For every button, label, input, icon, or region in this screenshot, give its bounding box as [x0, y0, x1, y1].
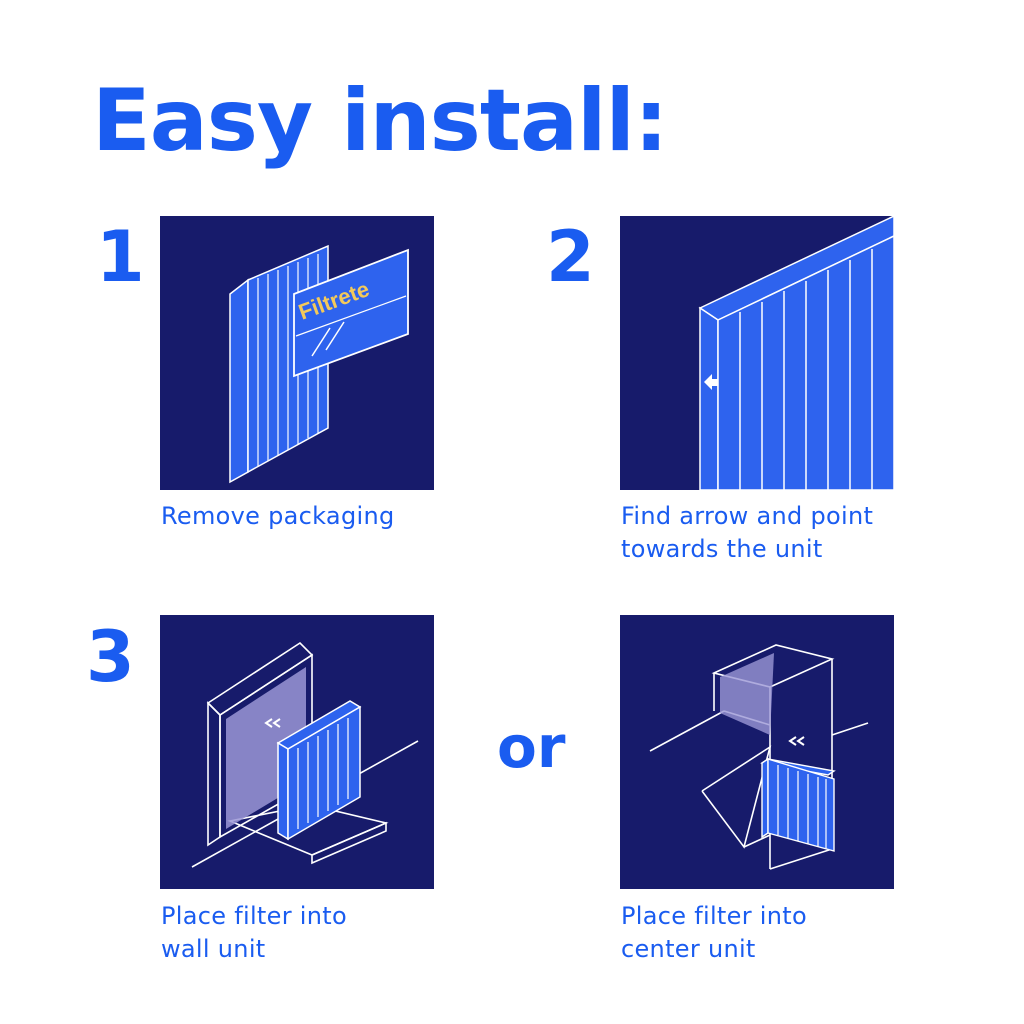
filter-arrow-illustration [620, 216, 894, 490]
step-3-caption: Place filter into wall unit [161, 902, 347, 963]
step-3-illustration [160, 615, 434, 889]
page-title: Easy install: [92, 71, 668, 171]
step-1-illustration: Filtrete [160, 216, 434, 490]
step-2-caption: Find arrow and point towards the unit [621, 502, 874, 563]
step-2-number: 2 [546, 216, 595, 298]
step-1-number: 1 [96, 216, 145, 298]
airflow-arrow-icon [704, 374, 718, 390]
step-2-illustration [620, 216, 894, 490]
step-3b-illustration [620, 615, 894, 889]
step-3b-caption: Place filter into center unit [621, 902, 807, 963]
filter-unwrap-illustration: Filtrete [160, 216, 434, 490]
wall-unit-illustration [160, 615, 434, 889]
center-unit-illustration [620, 615, 894, 889]
or-separator: or [497, 713, 566, 781]
step-3-number: 3 [86, 616, 135, 698]
step-1-caption: Remove packaging [161, 502, 395, 530]
